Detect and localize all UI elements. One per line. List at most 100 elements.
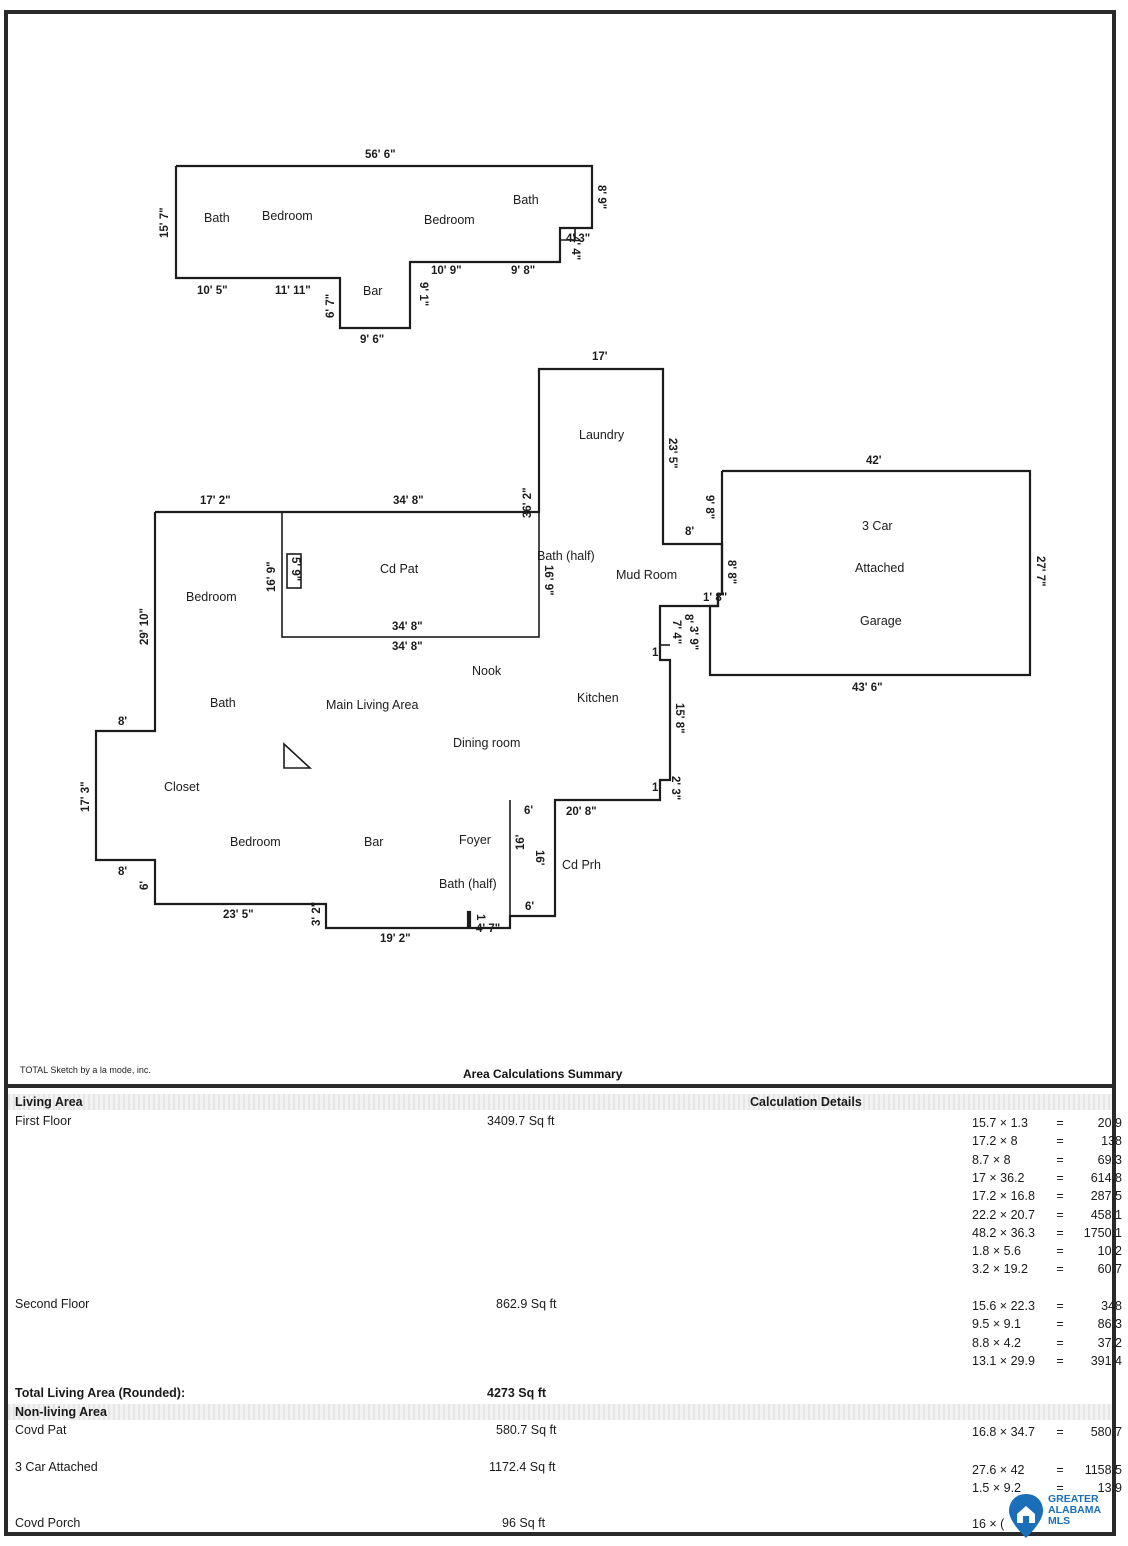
calc-result: 614.8 (1090, 1170, 1122, 1185)
calc-expression: 15.6 × 22.3 (972, 1299, 1035, 1313)
dim-patio-bottom-outer: 34' 8" (392, 641, 423, 653)
calc-equals: = (1056, 1244, 1064, 1259)
car-attached-label: 3 Car Attached (15, 1460, 98, 1474)
room-bar: Bar (364, 835, 383, 849)
calc-row: 15.7 × 1.3=20.9 (972, 1116, 1122, 1130)
upper-room-bedroom-2: Bedroom (424, 213, 475, 227)
calc-expression: 22.2 × 20.7 (972, 1207, 1035, 1222)
calc-equals: = (1056, 1170, 1064, 1185)
room-bath-half-1: Bath (half) (537, 549, 595, 563)
calc-expression: 17.2 × 8 (972, 1134, 1018, 1149)
calc-result: 287.5 (1090, 1189, 1122, 1204)
dim-bottom-step: 3' 2" (311, 902, 323, 926)
upper-dim-bar-left: 6' 7" (325, 294, 337, 318)
first-floor-label: First Floor (15, 1114, 72, 1128)
upper-dim-bottom-b: 11' 11" (275, 285, 311, 297)
dim-top-left: 17' 2" (200, 495, 231, 507)
room-laundry: Laundry (579, 428, 625, 442)
total-living-value: 4273 Sq ft (487, 1386, 547, 1400)
room-nook: Nook (472, 664, 502, 678)
house-pin-icon (1009, 1494, 1043, 1538)
sketch-credit: TOTAL Sketch by a la mode, inc. (20, 1065, 151, 1075)
dim-kitchen-one-b: 1 (652, 782, 659, 794)
dim-laundry-top: 17' (592, 351, 608, 363)
second-floor-label: Second Floor (15, 1297, 90, 1311)
dim-garage-bottom: 43' 6" (852, 682, 883, 694)
calc-row: 17.2 × 8=138 (972, 1134, 1122, 1148)
calc-equals: = (1056, 1262, 1064, 1277)
calc-row: 1.8 × 5.6 = 10.2 (972, 1244, 1122, 1258)
dim-mud-step-b: 8' (682, 614, 694, 623)
calc-equals: = (1056, 1317, 1064, 1332)
calc-expression: 17.2 × 16.8 (972, 1189, 1035, 1204)
upper-dim-bottom-c: 10' 9" (431, 265, 462, 277)
living-area-header-bar (8, 1094, 1112, 1110)
upper-dim-top: 56' 6" (365, 149, 396, 161)
room-bath: Bath (210, 696, 236, 710)
first-floor-area: 3409.7 Sq ft (487, 1114, 555, 1128)
upper-floor-notch (560, 227, 576, 241)
room-bedroom-1: Bedroom (186, 590, 237, 604)
dim-patio-column: 5' 9" (289, 557, 301, 581)
logo-line-3: MLS (1048, 1515, 1071, 1527)
upper-dim-bottom-d: 9' 8" (511, 265, 535, 277)
calc-equals: = (1056, 1481, 1064, 1496)
room-bedroom-2: Bedroom (230, 835, 281, 849)
covd-pat-label: Covd Pat (15, 1423, 67, 1437)
calc-result: 10.2 (1097, 1244, 1122, 1259)
room-mud-room: Mud Room (616, 568, 677, 582)
upper-room-bar: Bar (363, 284, 382, 298)
dim-kitchen-one-a: 1 (652, 647, 659, 659)
upper-dim-left: 15' 7" (159, 207, 171, 238)
calc-row: 8.7 × 8=69.3 (972, 1153, 1122, 1167)
calc-expression: 1.8 × 5.6 (972, 1244, 1021, 1259)
dim-kitchen-jog-b: 3' 9" (687, 626, 699, 650)
room-cd-prh: Cd Prh (562, 858, 601, 872)
dim-mud-top: 8' (685, 526, 694, 538)
living-area-heading: Living Area (15, 1095, 83, 1109)
calc-result: 348 (1101, 1299, 1122, 1313)
covered-patio-outline (281, 511, 540, 638)
covd-pat-area: 580.7 Sq ft (496, 1423, 557, 1437)
dim-porch-top: 6' (524, 805, 533, 817)
calc-result: 1750.1 (1083, 1225, 1122, 1240)
calc-expression: 3.2 × 19.2 (972, 1262, 1028, 1277)
upper-dim-notch-b: 4' 4" (569, 236, 581, 260)
dim-patio-left: 16' 9" (266, 561, 278, 592)
calc-row: 8.8 × 4.2=37.2 (972, 1336, 1122, 1350)
calc-expression: 1.5 × 9.2 (972, 1481, 1021, 1496)
calc-equals: = (1056, 1189, 1064, 1204)
upper-room-bath-1: Bath (204, 211, 230, 225)
area-summary-table: Living Area Calculation Details First Fl… (4, 1084, 1122, 1536)
calc-row: 22.2 × 20.7=458.1 (972, 1208, 1122, 1222)
calc-equals: = (1056, 1116, 1064, 1130)
room-main-living: Main Living Area (326, 698, 418, 712)
dim-bottom-mid: 19' 2" (380, 933, 411, 945)
dim-bedroom-left: 29' 10" (139, 608, 151, 645)
calc-row: 48.2 × 36.3=1750.1 (972, 1226, 1122, 1240)
calc-equals: = (1056, 1152, 1064, 1167)
calc-result: 458.1 (1090, 1207, 1122, 1222)
room-kitchen: Kitchen (577, 691, 619, 705)
calc-expression: 48.2 × 36.3 (972, 1225, 1035, 1240)
dim-top-patio: 34' 8" (393, 495, 424, 507)
calc-expression: 16.8 × 34.7 (972, 1425, 1035, 1439)
second-floor-area: 862.9 Sq ft (496, 1297, 557, 1311)
dim-porch-bottom: 6' (525, 901, 534, 913)
dim-garage-top: 42' (866, 455, 882, 467)
dim-mud-right: 8' 8" (725, 560, 737, 584)
calc-equals: = (1056, 1134, 1064, 1149)
dim-patio-bottom-inner: 34' 8" (392, 621, 423, 633)
dim-bottom-left: 23' 5" (223, 909, 254, 921)
covd-porch-label: Covd Porch (15, 1516, 81, 1530)
non-living-heading: Non-living Area (15, 1405, 107, 1419)
covd-porch-area: 96 Sq ft (502, 1516, 546, 1530)
calc-expression: 8.7 × 8 (972, 1152, 1011, 1167)
calc-result: 13.9 (1097, 1481, 1122, 1496)
dim-laundry-right: 23' 5" (666, 438, 678, 469)
room-dining: Dining room (453, 736, 520, 750)
calc-expression: 15.7 × 1.3 (972, 1116, 1028, 1130)
upper-dim-right-top: 8' 9" (595, 185, 607, 209)
patio-column (286, 553, 302, 589)
total-living-label: Total Living Area (Rounded): (15, 1386, 186, 1400)
